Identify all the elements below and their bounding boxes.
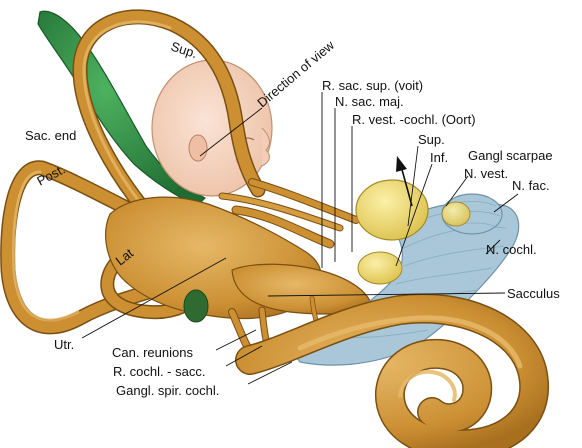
label-inf-branch: Inf.: [430, 150, 448, 165]
label-n-fac: N. fac.: [512, 178, 550, 193]
label-sup-branch: Sup.: [418, 132, 445, 147]
scarpa-ganglion-shape: [356, 180, 428, 240]
label-utr: Utr.: [54, 337, 74, 352]
label-sacculus: Sacculus: [507, 286, 560, 301]
label-direction-of-view: Direction of view: [254, 37, 337, 110]
macula-spot: [184, 290, 208, 322]
label-n-sac-maj: N. sac. maj.: [335, 94, 404, 109]
label-n-cochl: N. cochl.: [486, 242, 537, 257]
label-gangl-scarpae: Gangl scarpae: [468, 148, 553, 163]
label-n-vest: N. vest.: [464, 166, 508, 181]
label-r-vest-cochl: R. vest. -cochl. (Oort): [352, 112, 476, 127]
label-r-cochl-sacc: R. cochl. - sacc.: [113, 364, 205, 379]
label-r-sac-sup: R. sac. sup. (voit): [322, 78, 423, 93]
label-gangl-spir-cochl: Gangl. spir. cochl.: [116, 383, 219, 398]
label-sac-end: Sac. end: [25, 128, 76, 143]
label-can-reunions: Can. reunions: [112, 345, 193, 360]
saccular-ganglion-shape: [358, 252, 402, 284]
